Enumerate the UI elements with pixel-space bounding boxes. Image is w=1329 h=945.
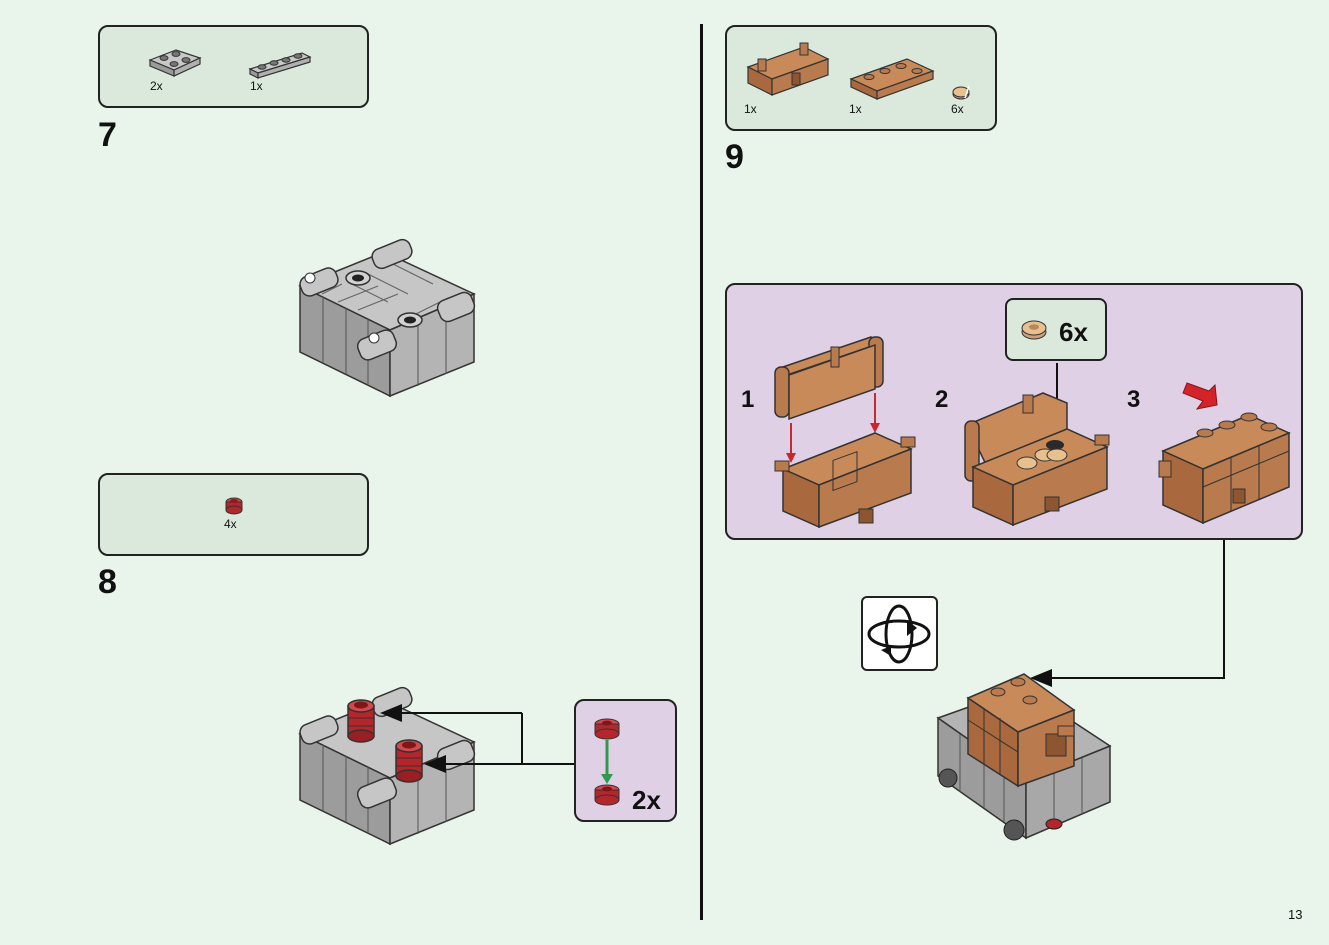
- step7-part1-qty: 2x: [150, 79, 163, 93]
- substep-2-chest-gold-illustration: [964, 363, 1110, 527]
- step9-part3-qty: 6x: [951, 102, 964, 116]
- column-divider: [700, 24, 703, 920]
- substep-1-chest-open-illustration: [774, 336, 916, 529]
- gray-plate-1x4-icon: [248, 52, 312, 79]
- brown-chest-base-icon: [746, 42, 830, 96]
- substep-2-callout-qty: 6x: [1059, 317, 1088, 347]
- rotate-model-icon: [861, 596, 938, 671]
- step8-assembly-illustration: [298, 686, 476, 846]
- step9-parts-box: 1x 1x 6x: [725, 25, 997, 131]
- step9-substep-panel: 1 2 3 6x: [725, 283, 1303, 540]
- step7-assembly-illustration: [298, 238, 476, 398]
- step9-part2-qty: 1x: [849, 102, 862, 116]
- step8-part1-qty: 4x: [224, 517, 237, 531]
- gray-plate-2x2-icon: [148, 49, 202, 77]
- step9-number: 9: [725, 138, 744, 176]
- step8-callout-qty: 2x: [632, 785, 661, 815]
- step8-number: 8: [98, 563, 117, 601]
- substep-2-number: 2: [935, 386, 949, 413]
- substep-3-chest-closed-illustration: [1158, 382, 1291, 525]
- page-number: 13: [1288, 907, 1303, 922]
- gold-round-tile-icon: [1021, 320, 1047, 340]
- step7-part2-qty: 1x: [250, 79, 263, 93]
- substep-2-callout-box: 6x: [1005, 298, 1107, 361]
- substep-1-number: 1: [741, 386, 755, 413]
- step9-part1-qty: 1x: [744, 102, 757, 116]
- gold-round-tile-icon: [952, 85, 970, 100]
- substep-3-number: 3: [1127, 386, 1141, 413]
- brown-chest-lid-icon: [849, 58, 935, 100]
- red-round-brick-icon: [594, 718, 620, 806]
- step7-parts-box: 2x 1x: [98, 25, 369, 108]
- step9-final-cart-illustration: [936, 673, 1112, 841]
- step7-number: 7: [98, 116, 117, 154]
- step8-callout-box: 2x: [574, 699, 677, 822]
- step9-connector-arrow: [1030, 540, 1225, 687]
- red-round-brick-icon: [225, 497, 243, 515]
- step8-parts-box: 4x: [98, 473, 369, 556]
- step8-pointer-arrows: [380, 704, 575, 773]
